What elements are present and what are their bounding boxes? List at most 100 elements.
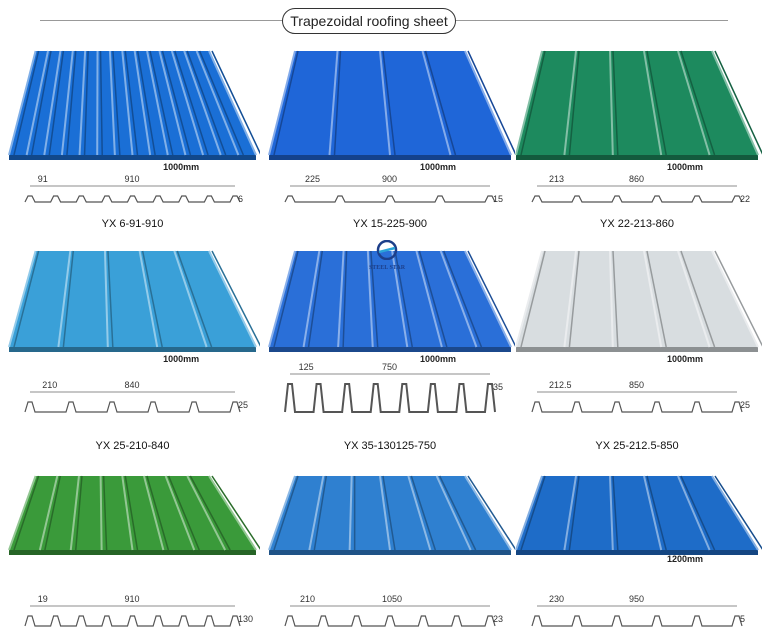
dimension-label-cover: 860 <box>629 174 645 184</box>
sheet-rib-highlight <box>407 475 432 551</box>
sheet-rib-shadow <box>714 250 764 348</box>
profile-line <box>24 401 241 413</box>
dimension-label-pitch: 91 <box>37 174 48 184</box>
sheet-rib-shadow <box>273 475 299 551</box>
sheet-rib-highlight <box>609 250 614 348</box>
dimension-label-height: 15 <box>493 194 504 204</box>
sheet-rib-highlight <box>391 250 409 348</box>
sheet-edge <box>9 155 256 160</box>
sheet-rib-shadow <box>149 50 174 156</box>
sheet-surface <box>269 51 511 155</box>
sheet-rib-highlight <box>143 475 165 551</box>
sheet-rib-shadow <box>646 250 667 348</box>
sheet-rib-shadow <box>382 50 396 156</box>
sheet-rib-shadow <box>646 50 667 156</box>
sheet-rib-shadow <box>161 50 192 156</box>
sheet-rib-shadow <box>410 475 437 551</box>
sheet-rib-highlight <box>366 250 374 348</box>
dimension-label-height: 25 <box>740 400 751 410</box>
sheet-rib-highlight <box>268 250 296 348</box>
sheet-rib-highlight <box>164 475 196 551</box>
profile-drawing <box>531 185 743 203</box>
sheet-edge <box>269 347 511 352</box>
sheet-rib-shadow <box>211 50 262 156</box>
sheet-rib-shadow <box>174 50 209 156</box>
sheet-rib-shadow <box>146 475 170 551</box>
sheet-rib-highlight <box>379 475 391 551</box>
sheet-rib-highlight <box>643 250 663 348</box>
logo: STEEL STAR <box>362 239 412 271</box>
sheet-rib-highlight <box>643 475 663 551</box>
sheet-rib-highlight <box>60 50 74 156</box>
dimension-label-height: 23 <box>493 614 504 624</box>
profile-line <box>284 195 496 203</box>
model-label: YX 35-130125-750 <box>343 440 437 452</box>
sheet-rib-highlight <box>208 50 257 156</box>
sheet-edge <box>9 347 256 352</box>
sheet-image <box>8 250 262 352</box>
profile-drawing <box>284 373 496 413</box>
sheet-rib-highlight <box>121 475 134 551</box>
sheet-rib-shadow <box>99 50 103 156</box>
dimension-label-pitch: 210 <box>42 380 58 390</box>
profile-line <box>531 615 743 627</box>
sheet-rib-highlight <box>711 50 759 156</box>
sheet-image <box>515 50 764 160</box>
model-label: YX 25-212.5-850 <box>595 440 679 452</box>
sheet-edge <box>269 550 511 555</box>
sheet-rib-highlight <box>99 475 103 551</box>
sheet-rib-highlight <box>69 475 80 551</box>
dimension-label-cover: 1050 <box>382 594 403 604</box>
model-label: YX 15-225-900 <box>353 218 427 230</box>
sheet-rib-shadow <box>13 50 40 156</box>
sheet-rib-shadow <box>467 50 517 156</box>
sheet-rib-shadow <box>370 250 379 348</box>
sheet-width-label: 1000mm <box>163 162 200 172</box>
sheet-rib-shadow <box>48 50 65 156</box>
sheet-rib-highlight <box>146 50 169 156</box>
sheet-rib-shadow <box>612 250 619 348</box>
profile-line <box>531 401 743 413</box>
dimension-label-pitch: 19 <box>37 594 48 604</box>
sheet-rib-highlight <box>711 250 759 348</box>
sheet-rib-highlight <box>439 250 478 348</box>
sheet-rib-highlight <box>609 50 614 156</box>
dimension-label-cover: 900 <box>382 174 398 184</box>
sheet-image <box>8 475 262 555</box>
sheet-rib-highlight <box>25 50 49 156</box>
sheet-rib-highlight <box>173 250 208 348</box>
sheet-rib-shadow <box>646 475 667 551</box>
sheet-rib-highlight <box>515 475 543 551</box>
page-title: Trapezoidal roofing sheet <box>282 8 456 34</box>
sheet-rib-shadow <box>680 50 716 156</box>
sheet-rib-shadow <box>568 50 580 156</box>
sheet-edge <box>269 155 511 160</box>
sheet-rib-highlight <box>121 50 134 156</box>
sheet-rib-shadow <box>307 250 324 348</box>
sheet-rib-highlight <box>268 50 296 156</box>
sheet-rib-highlight <box>57 250 72 348</box>
sheet-rib-shadow <box>189 475 231 551</box>
sheet-rib-highlight <box>415 250 443 348</box>
sheet-rib-shadow <box>75 475 83 551</box>
sheet-rib-shadow <box>198 50 245 156</box>
sheet-rib-highlight <box>435 475 472 551</box>
sheet-rib-shadow <box>333 50 342 156</box>
profile-drawing <box>24 605 241 627</box>
sheet-rib-shadow <box>438 475 477 551</box>
sheet-rib-highlight <box>643 50 663 156</box>
sheet-rib-highlight <box>208 475 257 551</box>
sheet-rib-highlight <box>268 475 296 551</box>
sheet-width-label: 1000mm <box>163 354 200 364</box>
profile-line <box>24 195 241 203</box>
sheet-rib-shadow <box>211 250 262 348</box>
dimension-label-cover: 910 <box>124 594 140 604</box>
